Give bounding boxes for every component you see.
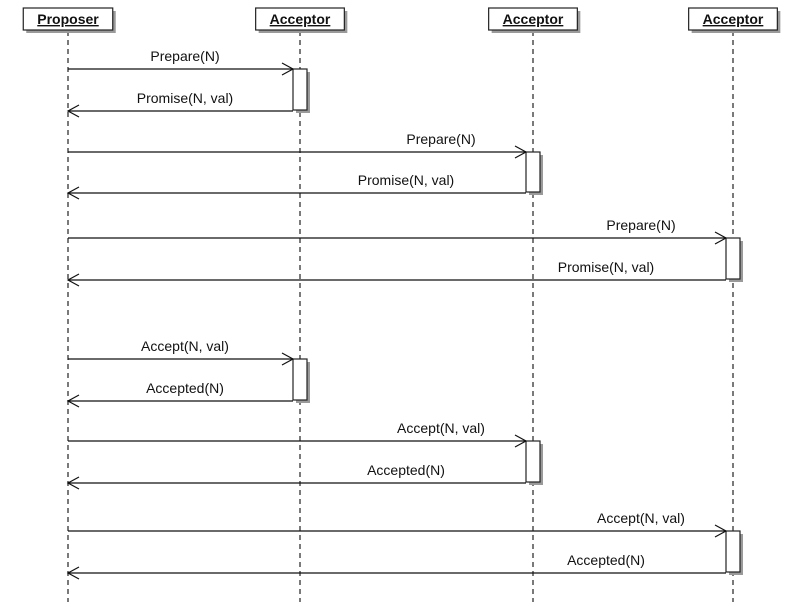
participant-box xyxy=(488,7,578,31)
message-label: Accept(N, val) xyxy=(141,338,229,354)
arrowhead-icon xyxy=(514,434,528,448)
message-reply: Accepted(N) xyxy=(66,380,293,408)
message-request: Accept(N, val) xyxy=(68,420,528,448)
arrowhead-icon xyxy=(514,145,528,159)
arrowhead-icon xyxy=(714,524,728,538)
participant-label: Acceptor xyxy=(270,11,331,27)
message-reply: Accepted(N) xyxy=(66,552,726,580)
activation-box xyxy=(292,358,308,401)
message-reply: Promise(N, val) xyxy=(66,259,726,287)
message-reply: Accepted(N) xyxy=(66,462,526,490)
message-label: Promise(N, val) xyxy=(558,259,654,275)
activation-box xyxy=(525,440,541,483)
message-label: Promise(N, val) xyxy=(137,90,233,106)
message-request: Prepare(N) xyxy=(68,131,528,159)
arrowhead-icon xyxy=(281,352,295,366)
participant-acceptor3: Acceptor xyxy=(688,7,781,33)
arrowhead-icon xyxy=(714,231,728,245)
message-label: Prepare(N) xyxy=(606,217,675,233)
participant-box xyxy=(688,7,778,31)
message-reply: Promise(N, val) xyxy=(66,90,293,118)
message-request: Prepare(N) xyxy=(68,217,728,245)
participant-label: Acceptor xyxy=(703,11,764,27)
arrowhead-icon xyxy=(66,476,80,490)
arrowhead-icon xyxy=(66,104,80,118)
activation-box xyxy=(525,151,541,193)
activation-bar-acceptor1 xyxy=(292,358,310,403)
arrowhead-icon xyxy=(66,394,80,408)
activation-bar-acceptor3 xyxy=(725,530,743,575)
activation-bar-acceptor3 xyxy=(725,237,743,282)
message-label: Prepare(N) xyxy=(150,48,219,64)
arrowhead-icon xyxy=(66,186,80,200)
participant-proposer: Proposer xyxy=(22,7,116,33)
activation-bar-acceptor1 xyxy=(292,68,310,113)
message-request: Accept(N, val) xyxy=(68,338,295,366)
arrowhead-icon xyxy=(281,62,295,76)
arrowhead-icon xyxy=(66,566,80,580)
participant-label: Acceptor xyxy=(503,11,564,27)
message-label: Accepted(N) xyxy=(367,462,445,478)
message-label: Accept(N, val) xyxy=(597,510,685,526)
message-label: Accepted(N) xyxy=(146,380,224,396)
activation-box xyxy=(292,68,308,111)
message-label: Accepted(N) xyxy=(567,552,645,568)
activation-bar-acceptor2 xyxy=(525,151,543,195)
activation-bar-acceptor2 xyxy=(525,440,543,485)
message-label: Promise(N, val) xyxy=(358,172,454,188)
activation-box xyxy=(725,530,741,573)
message-reply: Promise(N, val) xyxy=(66,172,526,200)
message-label: Accept(N, val) xyxy=(397,420,485,436)
participant-acceptor1: Acceptor xyxy=(255,7,348,33)
message-request: Accept(N, val) xyxy=(68,510,728,538)
activation-box xyxy=(725,237,741,280)
participant-label: Proposer xyxy=(37,11,99,27)
message-request: Prepare(N) xyxy=(68,48,295,76)
participant-acceptor2: Acceptor xyxy=(488,7,581,33)
participant-box xyxy=(255,7,345,31)
message-label: Prepare(N) xyxy=(406,131,475,147)
arrowhead-icon xyxy=(66,273,80,287)
participant-box xyxy=(22,7,114,31)
